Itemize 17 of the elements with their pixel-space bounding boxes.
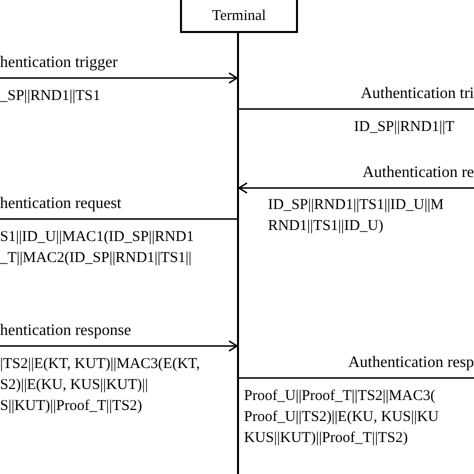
message-payload: S1||ID_U||MAC1(ID_SP||RND1 _T||MAC2(ID_SP||RND1||TS1|| [0, 228, 195, 268]
terminal-box: Terminal [180, 0, 298, 33]
message-arrow [238, 182, 474, 194]
message-payload: ID_SP||RND1||T [354, 118, 456, 137]
message-label: hentication request [0, 194, 122, 214]
message-payload: Proof_U||Proof_T||TS2||MAC3( Proof_U||TS2)||E(KU, KUS||KU KUS||KUT)||Proof_T||TS2) [244, 387, 440, 448]
message-label: Authentication re [362, 163, 474, 183]
message-payload: |TS2||E(KT, KUT)||MAC3(E(KT, S2)||E(KU, KUS||KUT)|| S||KUT)||Proof_T||TS2) [0, 355, 201, 416]
message-payload: ID_SP||RND1||TS1||ID_U||M RND1||TS1||ID_U) [268, 196, 445, 236]
message-label: hentication trigger [0, 53, 118, 73]
lifeline [237, 33, 239, 474]
message-arrow [0, 72, 238, 84]
message-payload: _SP||RND1||TS1 [0, 87, 102, 106]
message-label: Authentication resp [348, 353, 474, 373]
message-label: hentication response [0, 321, 132, 341]
message-arrow [0, 340, 238, 352]
message-label: Authentication tri [360, 84, 474, 104]
